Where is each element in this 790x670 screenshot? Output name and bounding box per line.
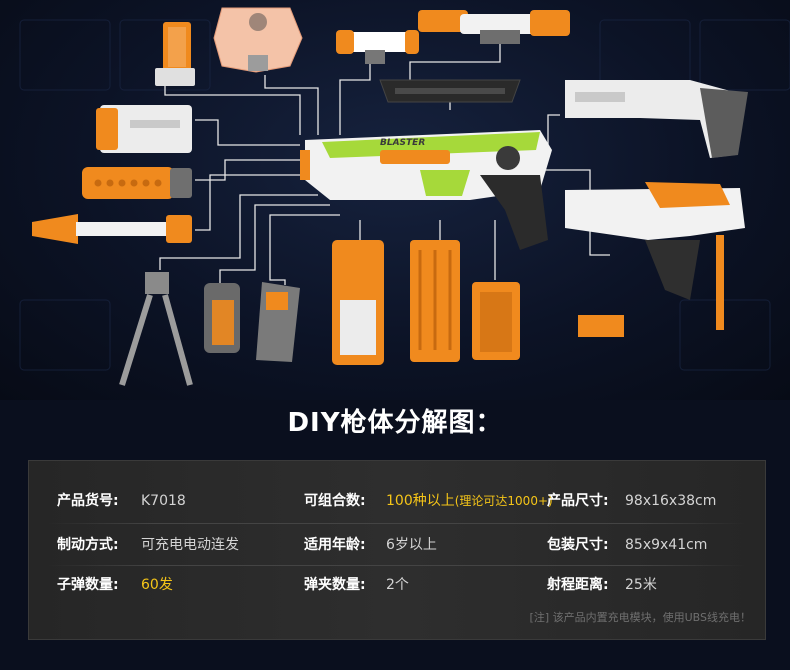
mode-label: 制动方式:	[57, 537, 119, 553]
combo-note: (理论可达1000+)	[454, 494, 553, 508]
charging-note: [注] 该产品内置充电模块，使用UBS线充电！	[529, 611, 751, 624]
ammo-value: 60发	[141, 577, 173, 593]
long-scope-part	[418, 10, 570, 44]
main-blaster-body: BLASTER	[300, 130, 552, 250]
pack-label: 包装尺寸:	[547, 537, 609, 553]
vertical-grip-part	[204, 283, 240, 353]
diagram-title: DIY枪体分解图：	[287, 408, 503, 438]
spec-row-2: 制动方式: 可充电电动连发 适用年龄: 6岁以上 包装尺寸: 85x9x41cm	[29, 525, 765, 565]
size-value: 98x16x38cm	[625, 493, 717, 509]
combo-value: 100种以上(理论可达1000+)	[386, 481, 553, 521]
silencer-part	[82, 167, 192, 199]
pistol-stock-part	[565, 182, 745, 337]
phone-holder-part	[155, 22, 195, 86]
row-divider	[49, 523, 745, 524]
shoulder-stock-part	[565, 80, 748, 158]
age-label: 适用年龄:	[304, 537, 366, 553]
pack-value: 85x9x41cm	[625, 537, 708, 553]
barrel-block-part	[96, 105, 192, 153]
blaster-logo-text: BLASTER	[380, 138, 425, 148]
size-label: 产品尺寸:	[547, 493, 609, 509]
small-scope-part	[336, 30, 419, 64]
clip-value: 2个	[386, 577, 409, 593]
row-divider	[49, 565, 745, 566]
angled-grip-part	[256, 282, 300, 362]
spec-panel: 产品货号: K7018 可组合数: 100种以上(理论可达1000+) 产品尺寸…	[28, 460, 766, 640]
clip-label: 弹夹数量:	[304, 577, 366, 593]
spec-row-3: 子弹数量: 60发 弹夹数量: 2个 射程距离: 25米	[29, 565, 765, 605]
age-value: 6岁以上	[386, 537, 437, 553]
ammo-label: 子弹数量:	[57, 577, 119, 593]
model-label: 产品货号:	[57, 493, 119, 509]
range-label: 射程距离:	[547, 577, 609, 593]
connector-lines	[159, 40, 616, 285]
model-value: K7018	[141, 493, 186, 509]
magazine-medium-part	[410, 240, 460, 362]
bottom-band	[0, 640, 790, 670]
magazine-small-part	[472, 282, 520, 360]
face-shield-part	[213, 7, 303, 73]
exploded-diagram: BLASTER	[0, 0, 790, 400]
spec-row-1: 产品货号: K7018 可组合数: 100种以上(理论可达1000+) 产品尺寸…	[29, 481, 765, 521]
long-barrel-part	[32, 214, 192, 244]
parts-diagram-svg: BLASTER	[19, 7, 790, 386]
range-value: 25米	[625, 577, 657, 593]
mode-value: 可充电电动连发	[141, 537, 239, 553]
combo-label: 可组合数:	[304, 493, 366, 509]
top-rail-part	[379, 79, 521, 103]
magazine-large-part	[332, 240, 384, 365]
combo-count: 100种以上	[386, 493, 455, 509]
bipod-part	[119, 272, 193, 386]
